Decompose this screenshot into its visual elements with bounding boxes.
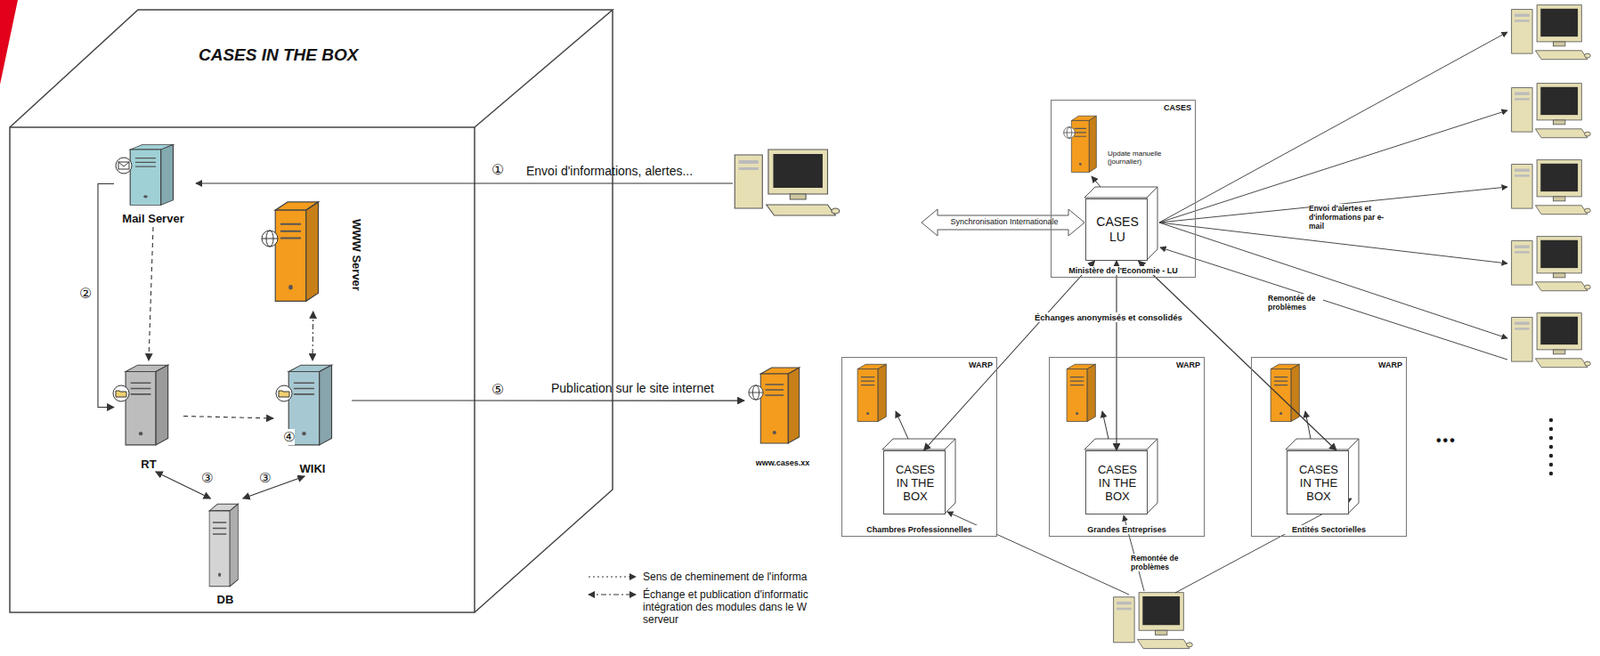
cube-box: CASES IN THE BOX [883, 450, 946, 515]
edge-label: Échanges anonymisés et consolidés [1032, 312, 1185, 323]
node-label: WARP [1378, 360, 1403, 370]
folder-badge [276, 385, 293, 402]
group-box: WARP Grandes Entreprises CASES IN THE BOX [1048, 357, 1205, 537]
node-label: WARP [1176, 360, 1201, 370]
legend-line-flow [588, 576, 636, 578]
server-node: www.cases.xx [744, 360, 821, 470]
update-arrow [1091, 176, 1101, 187]
edge-label: Publication sur le site internet [551, 381, 715, 396]
computer-icon [1511, 5, 1592, 60]
computer-icon [734, 149, 840, 216]
node-caption: Ministère de l'Economie - LU [1051, 266, 1195, 276]
mail-server-icon [129, 144, 173, 205]
callout-number: ④ [283, 429, 295, 446]
www-badge [748, 385, 764, 400]
web-server-icon [1066, 364, 1096, 422]
server-node: WIKI [273, 360, 352, 477]
ellipsis-mark: ••• [1436, 432, 1457, 449]
node-label: RT [113, 457, 184, 472]
connector [97, 184, 114, 408]
group-box: CASES Ministère de l'Economie - LU CASES L… [1050, 99, 1196, 278]
node-label: WIKI [273, 462, 352, 476]
legend-text: Sens de cheminement de l'informa [642, 570, 807, 584]
corner-mark [0, 0, 18, 85]
cube-box: CASES IN THE BOX [1085, 450, 1148, 515]
arrow-label: Envoi d'informations, alertes... [526, 163, 693, 179]
computer-icon [1511, 83, 1592, 139]
node-caption: Chambres Professionnelles [842, 525, 997, 535]
computer-icon [1511, 160, 1592, 215]
vertical-dots [1549, 418, 1553, 476]
arrow-label: Remontée de problèmes [1267, 293, 1324, 312]
callout-number: ③ [259, 470, 271, 487]
connector [148, 227, 154, 361]
web-server-icon [760, 367, 799, 444]
node-label: DB [195, 592, 255, 607]
server-node: WWW Server [263, 195, 367, 312]
arrow-label: Envoi d'alertes et d'informations par e-… [1308, 203, 1391, 231]
group-box: WARP Chambres Professionnelles CASES IN TH… [841, 357, 998, 537]
node-label: Mail Server [113, 211, 193, 226]
icon-links [895, 411, 1311, 439]
callout-number: ② [79, 284, 92, 302]
cube-outline [9, 9, 613, 613]
web-server-icon [1071, 115, 1097, 172]
callout-number: ① [491, 161, 504, 179]
node-label: CASES IN THE BOX [198, 45, 358, 65]
connector [243, 476, 305, 499]
node-caption: Entités Sectorielles [1251, 525, 1406, 535]
www-server-icon [275, 202, 318, 301]
computer-icon [1113, 592, 1194, 650]
rt-server-icon [125, 365, 169, 446]
node-label: CASES IN THE BOX [890, 462, 941, 504]
folder-badge [113, 385, 130, 402]
connector [1138, 260, 1338, 451]
node-label: CASES IN THE BOX [1293, 462, 1344, 504]
server-node: RT [113, 360, 184, 472]
node-label: CASES IN THE BOX [1092, 462, 1143, 504]
connector [311, 311, 314, 361]
node-label: CASES [1163, 103, 1192, 113]
group-box: WARP Entités Sectorielles CASES IN THE BOX [1250, 357, 1407, 537]
computer-icon [1511, 236, 1592, 292]
cube-faces [882, 186, 1359, 514]
arrow-label: Remontée de problèmes [1130, 553, 1186, 572]
legend-line-exchange [588, 594, 636, 596]
node-caption: Grandes Entreprises [1049, 525, 1204, 535]
cube-container: CASES IN THE BOX Mail ServerWWW ServerRT W… [9, 9, 613, 613]
mail-badge [115, 157, 132, 174]
www-badge [1063, 127, 1076, 139]
connector [183, 416, 274, 420]
connector [924, 260, 1096, 451]
send-arrow [195, 183, 733, 185]
sync-arrow [921, 209, 1085, 236]
web-server-icon [857, 364, 886, 422]
web-server-icon [1270, 364, 1300, 422]
cube-box: CASES LU [1085, 198, 1148, 261]
node-label: WARP [968, 360, 993, 370]
node-label: www.cases.xx [744, 458, 821, 468]
legend-text: Échange et publication d'informatic inté… [642, 588, 837, 626]
node-label: CASES LU [1094, 214, 1141, 245]
connector [1115, 260, 1117, 451]
server-node: Mail Server [113, 140, 193, 228]
computer-icon [1511, 313, 1592, 368]
arrow-label: Synchronisation Internationale [941, 217, 1068, 227]
callout-number: ⑤ [491, 381, 504, 398]
cube-box: CASES IN THE BOX [1286, 450, 1349, 515]
callout-number: ③ [201, 470, 213, 487]
db-server-icon [209, 503, 238, 587]
server-node: DB [195, 498, 255, 608]
connector [351, 399, 745, 401]
mail-alert-lines [1159, 32, 1508, 360]
node-label: WWW Server [349, 219, 364, 292]
www-badge [261, 230, 278, 247]
note-label: Update manuelle (journalier) [1107, 149, 1178, 166]
